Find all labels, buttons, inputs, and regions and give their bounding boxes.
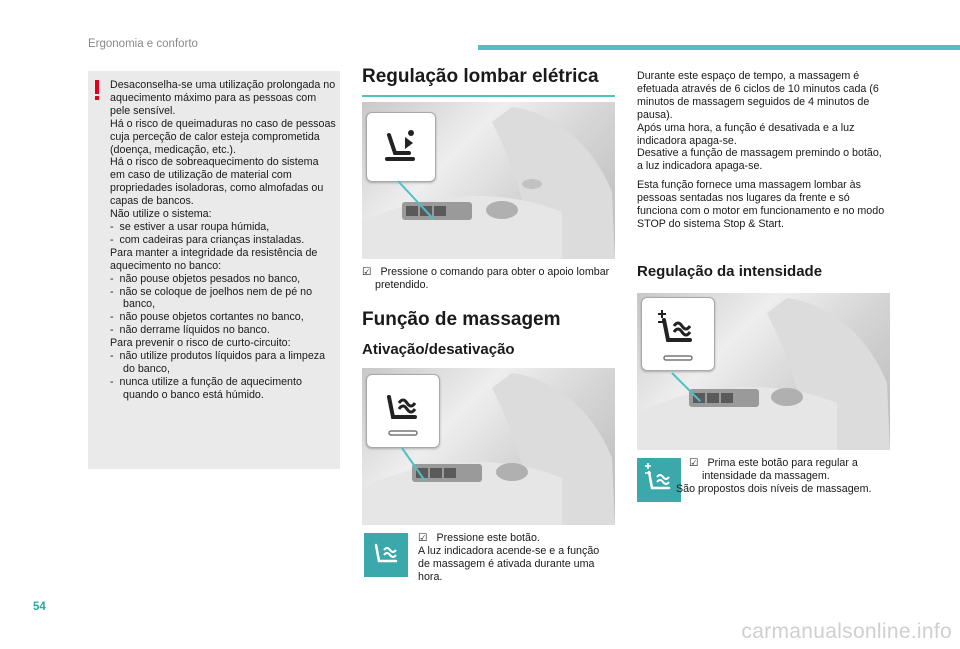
warning-list-item: - com cadeiras para crianças instaladas. bbox=[110, 233, 305, 246]
intensity-title: Regulação da intensidade bbox=[637, 263, 823, 280]
warning-paragraph: Desaconselha-se uma utilização prolongad… bbox=[110, 79, 336, 117]
warning-list-item: - não pouse objetos cortantes no banco, bbox=[110, 311, 304, 324]
section-header: Ergonomia e conforto bbox=[88, 38, 198, 50]
intensity-instruction-step: ☑ Prima este botão para regular a intens… bbox=[689, 457, 858, 482]
warning-list-item: - não se coloque de joelhos nem de pé no… bbox=[110, 285, 313, 311]
lumbar-title: Regulação lombar elétrica bbox=[362, 66, 599, 87]
massage-instruction-step: ☑ Pressione este botão. bbox=[418, 532, 540, 544]
seat-illustration bbox=[362, 107, 615, 259]
intensity-button-inset bbox=[641, 297, 715, 371]
massage-auto-off-text: Após uma hora, a função é desativada e a… bbox=[637, 121, 855, 147]
lumbar-instruction-text: ☑ Pressione o comando para obter o apoio… bbox=[362, 266, 610, 291]
massage-intensity-icon bbox=[645, 463, 671, 490]
lumbar-title-underline bbox=[362, 95, 615, 97]
massage-description: Durante este espaço de tempo, a massagem… bbox=[637, 70, 885, 231]
warning-list-item: - se estiver a usar roupa húmida, bbox=[110, 220, 270, 233]
massage-deactivate-text: Desative a função de massagem premindo o… bbox=[637, 147, 882, 173]
intensity-instruction: ☑ Prima este botão para regular a intens… bbox=[676, 457, 886, 496]
lumbar-instruction: ☑ Pressione o comando para obter o apoio… bbox=[362, 266, 615, 292]
activation-title: Ativação/desativação bbox=[362, 341, 515, 358]
lumbar-seat-photo bbox=[362, 102, 615, 259]
warning-paragraph: Há o risco de sobreaquecimento do sistem… bbox=[110, 156, 324, 208]
warning-list-item: - nunca utilize a função de aquecimento … bbox=[110, 375, 302, 401]
massage-instruction: ☑ Pressione este botão. A luz indicadora… bbox=[418, 532, 608, 584]
warning-list-item: - não derrame líquidos no banco. bbox=[110, 324, 270, 337]
warning-box bbox=[88, 71, 340, 469]
massage-cycles-text: Durante este espaço de tempo, a massagem… bbox=[637, 70, 879, 121]
massage-conditions-text: Esta função fornece uma massagem lombar … bbox=[637, 179, 885, 230]
warning-list-item: - não pouse objetos pesados no banco, bbox=[110, 272, 301, 285]
massage-button-tile bbox=[364, 533, 408, 577]
header-accent-bar bbox=[478, 45, 960, 50]
lumbar-button-inset bbox=[366, 112, 436, 182]
page-number: 54 bbox=[33, 601, 46, 613]
massage-intensity-icon bbox=[658, 310, 693, 361]
intensity-seat-photo bbox=[637, 293, 890, 450]
warning-paragraph: Para prevenir o risco de curto-circuito: bbox=[110, 337, 291, 350]
massage-button-inset bbox=[366, 374, 440, 448]
warning-text: Desaconselha-se uma utilização prolongad… bbox=[110, 79, 336, 402]
warning-paragraph: Há o risco de queimaduras no caso de pes… bbox=[110, 117, 336, 156]
massage-seat-icon bbox=[387, 395, 418, 436]
seat-illustration bbox=[362, 373, 615, 525]
intensity-instruction-note: São propostos dois níveis de massagem. bbox=[676, 482, 872, 495]
seat-illustration bbox=[637, 298, 890, 450]
massage-instruction-note: A luz indicadora acende-se e a função de… bbox=[418, 544, 600, 583]
warning-paragraph: Para manter a integridade da resistência… bbox=[110, 246, 318, 272]
massage-title: Função de massagem bbox=[362, 309, 561, 330]
massage-seat-photo bbox=[362, 368, 615, 525]
warning-list-item: - não utilize produtos líquidos para a l… bbox=[110, 350, 326, 375]
massage-seat-icon bbox=[374, 543, 398, 563]
warning-exclamation-icon bbox=[95, 80, 99, 100]
watermark: carmanualsonline.info bbox=[741, 620, 952, 643]
lumbar-seat-icon bbox=[385, 130, 415, 161]
warning-paragraph: Não utilize o sistema: bbox=[110, 208, 212, 221]
intensity-button-tile bbox=[637, 458, 681, 502]
